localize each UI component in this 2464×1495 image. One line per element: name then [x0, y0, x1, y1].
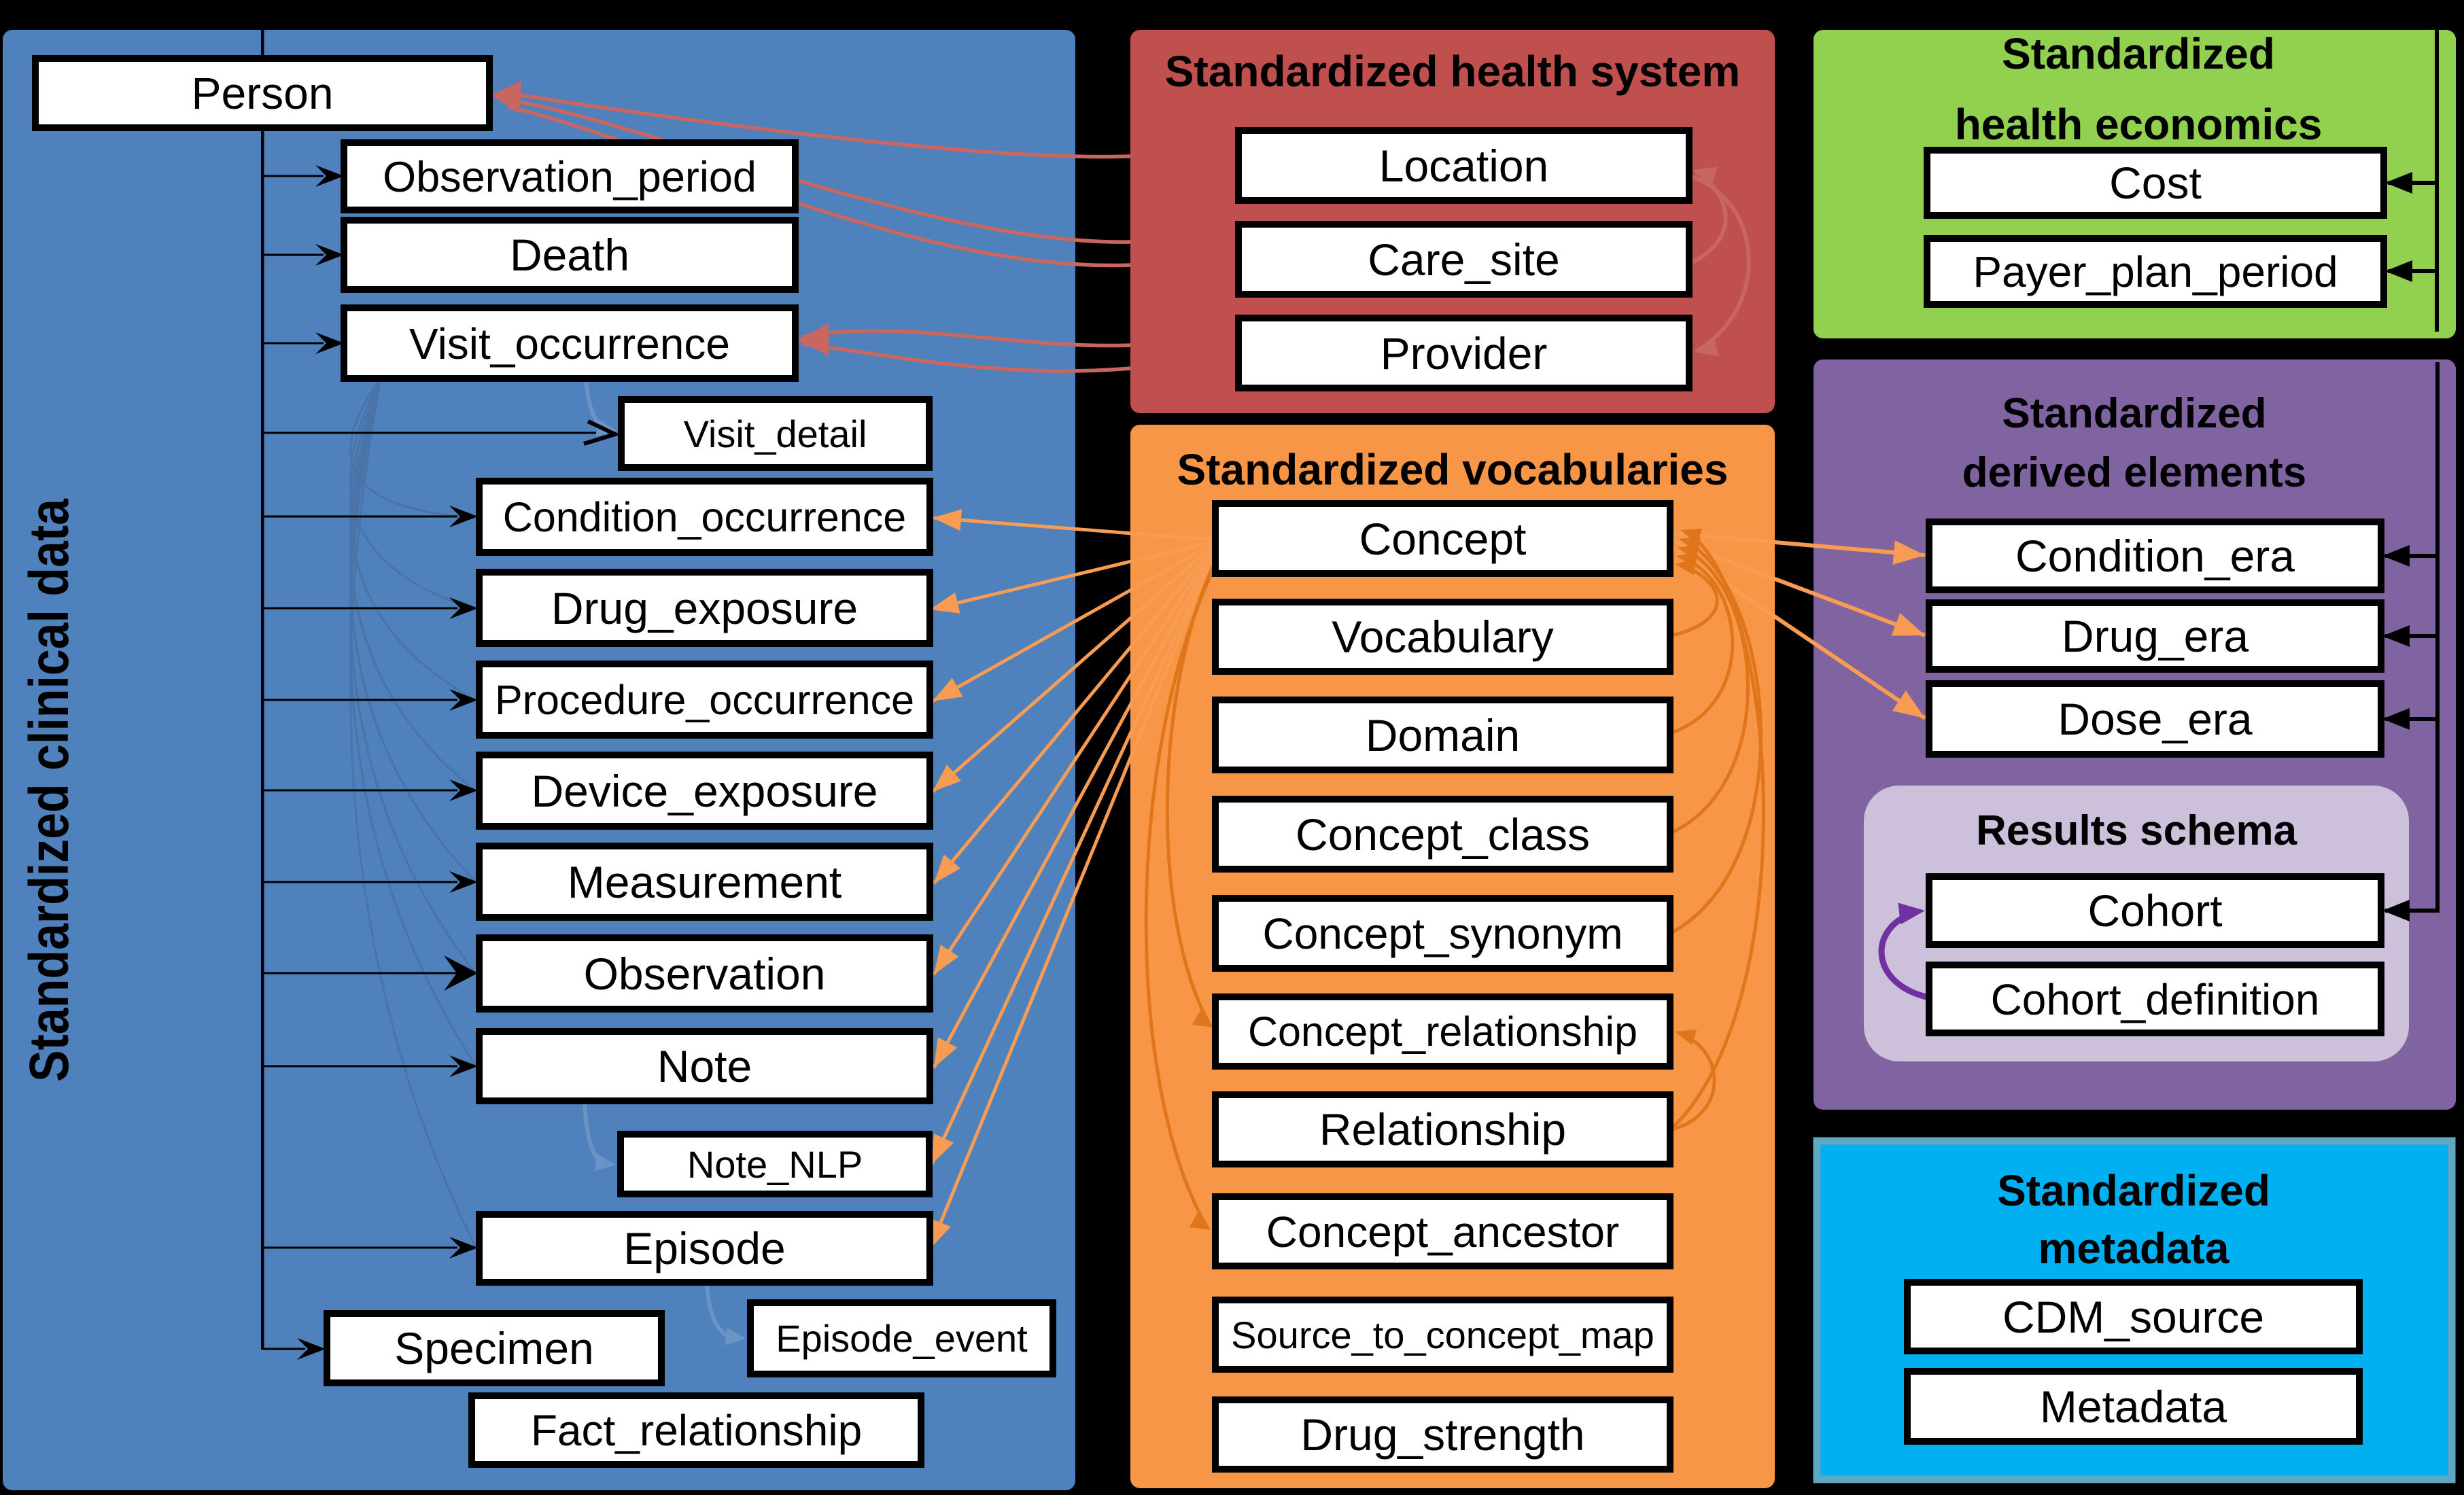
svg-text:Relationship: Relationship [1319, 1104, 1566, 1155]
svg-text:Care_site: Care_site [1368, 234, 1559, 285]
svg-text:Drug_exposure: Drug_exposure [551, 583, 858, 633]
svg-text:Standardized vocabularies: Standardized vocabularies [1177, 445, 1729, 494]
svg-text:Observation: Observation [584, 949, 826, 999]
svg-text:Concept_relationship: Concept_relationship [1248, 1008, 1637, 1055]
svg-text:Cohort: Cohort [2087, 885, 2222, 936]
svg-text:Drug_strength: Drug_strength [1300, 1409, 1584, 1460]
svg-text:Standardized clinical data: Standardized clinical data [18, 498, 80, 1082]
svg-text:Measurement: Measurement [568, 857, 842, 907]
svg-text:Dose_era: Dose_era [2058, 694, 2252, 744]
svg-text:Concept_class: Concept_class [1296, 809, 1590, 860]
svg-text:Specimen: Specimen [394, 1323, 594, 1373]
svg-text:Observation_period: Observation_period [383, 154, 757, 201]
svg-text:Condition_era: Condition_era [2015, 531, 2295, 581]
svg-text:Metadata: Metadata [2040, 1382, 2227, 1432]
svg-text:Standardized health system: Standardized health system [1165, 47, 1740, 96]
svg-text:Cost: Cost [2109, 158, 2202, 208]
svg-text:metadata: metadata [2038, 1224, 2229, 1273]
svg-text:CDM_source: CDM_source [2002, 1292, 2264, 1342]
svg-text:Condition_occurrence: Condition_occurrence [503, 494, 906, 540]
svg-text:Person: Person [191, 68, 333, 118]
svg-text:Device_exposure: Device_exposure [532, 766, 878, 816]
svg-text:Note: Note [657, 1041, 752, 1091]
svg-text:Concept_synonym: Concept_synonym [1262, 909, 1623, 958]
svg-text:Fact_relationship: Fact_relationship [531, 1406, 862, 1455]
svg-text:Visit_detail: Visit_detail [684, 412, 867, 455]
svg-text:health economics: health economics [1955, 100, 2323, 149]
svg-text:derived elements: derived elements [1962, 449, 2307, 496]
svg-text:Standardized: Standardized [2002, 390, 2266, 437]
svg-text:Concept_ancestor: Concept_ancestor [1266, 1208, 1619, 1256]
svg-text:Standardized: Standardized [2002, 29, 2275, 78]
svg-text:Death: Death [510, 230, 629, 280]
svg-text:Episode: Episode [623, 1223, 786, 1273]
svg-text:Domain: Domain [1366, 710, 1520, 760]
svg-text:Location: Location [1379, 141, 1549, 191]
svg-text:Source_to_concept_map: Source_to_concept_map [1231, 1314, 1654, 1356]
svg-text:Procedure_occurrence: Procedure_occurrence [495, 677, 914, 723]
svg-text:Drug_era: Drug_era [2062, 611, 2249, 661]
svg-text:Vocabulary: Vocabulary [1332, 612, 1554, 662]
svg-text:Episode_event: Episode_event [776, 1317, 1028, 1360]
svg-text:Payer_plan_period: Payer_plan_period [1973, 247, 2338, 296]
svg-text:Visit_occurrence: Visit_occurrence [409, 319, 730, 368]
svg-text:Standardized: Standardized [1997, 1166, 2270, 1215]
svg-text:Provider: Provider [1381, 328, 1548, 379]
svg-text:Results schema: Results schema [1976, 807, 2297, 854]
svg-text:Cohort_definition: Cohort_definition [1991, 975, 2320, 1024]
svg-text:Note_NLP: Note_NLP [687, 1143, 863, 1186]
svg-text:Concept: Concept [1359, 514, 1527, 564]
